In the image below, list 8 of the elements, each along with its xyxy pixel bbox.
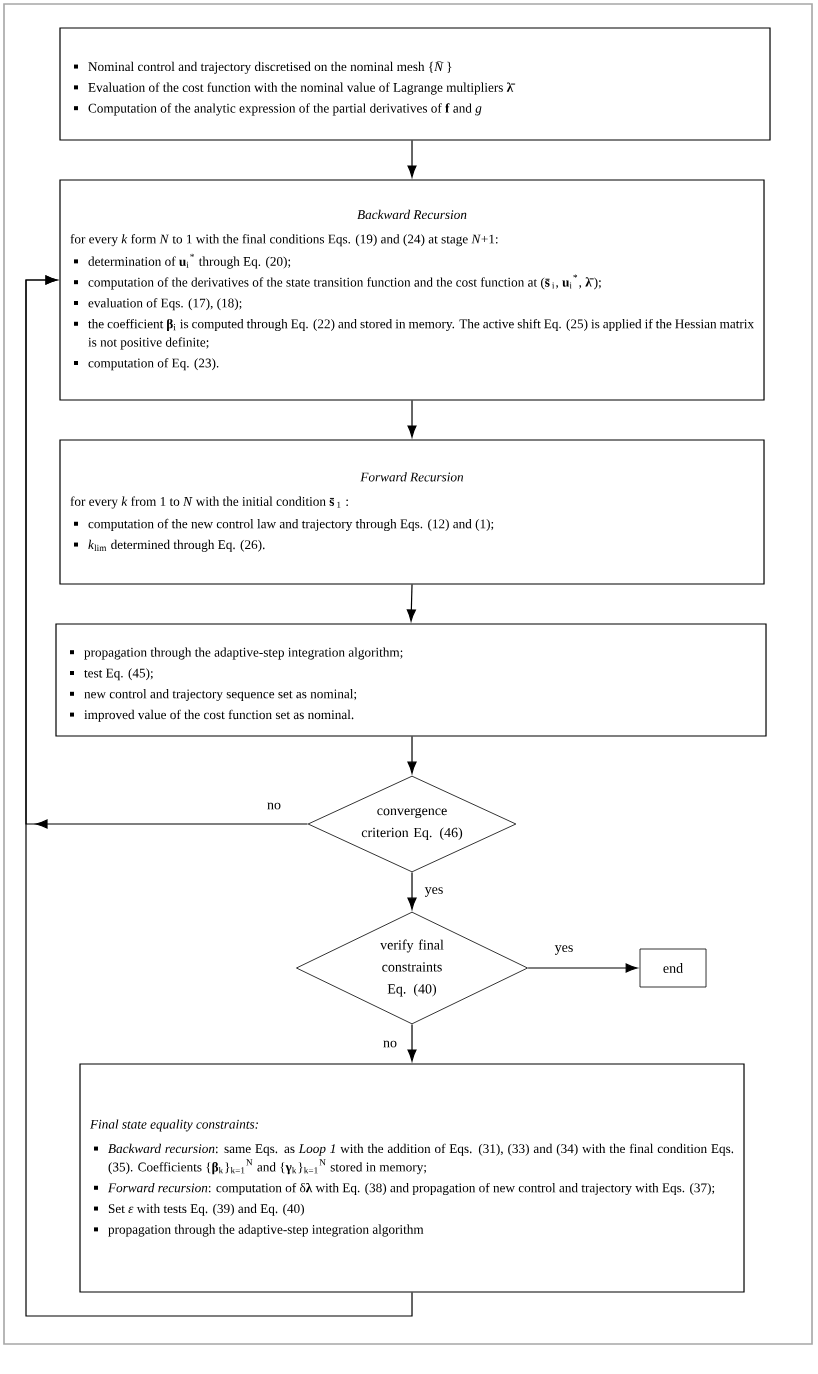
- arrow: [406, 584, 416, 622]
- arrow: [407, 140, 417, 178]
- arrow: [407, 1023, 417, 1062]
- arrow: [527, 963, 638, 973]
- arrow: [25, 275, 413, 1317]
- arrow: [407, 871, 417, 910]
- arrow: [407, 736, 417, 774]
- arrow: [407, 400, 417, 438]
